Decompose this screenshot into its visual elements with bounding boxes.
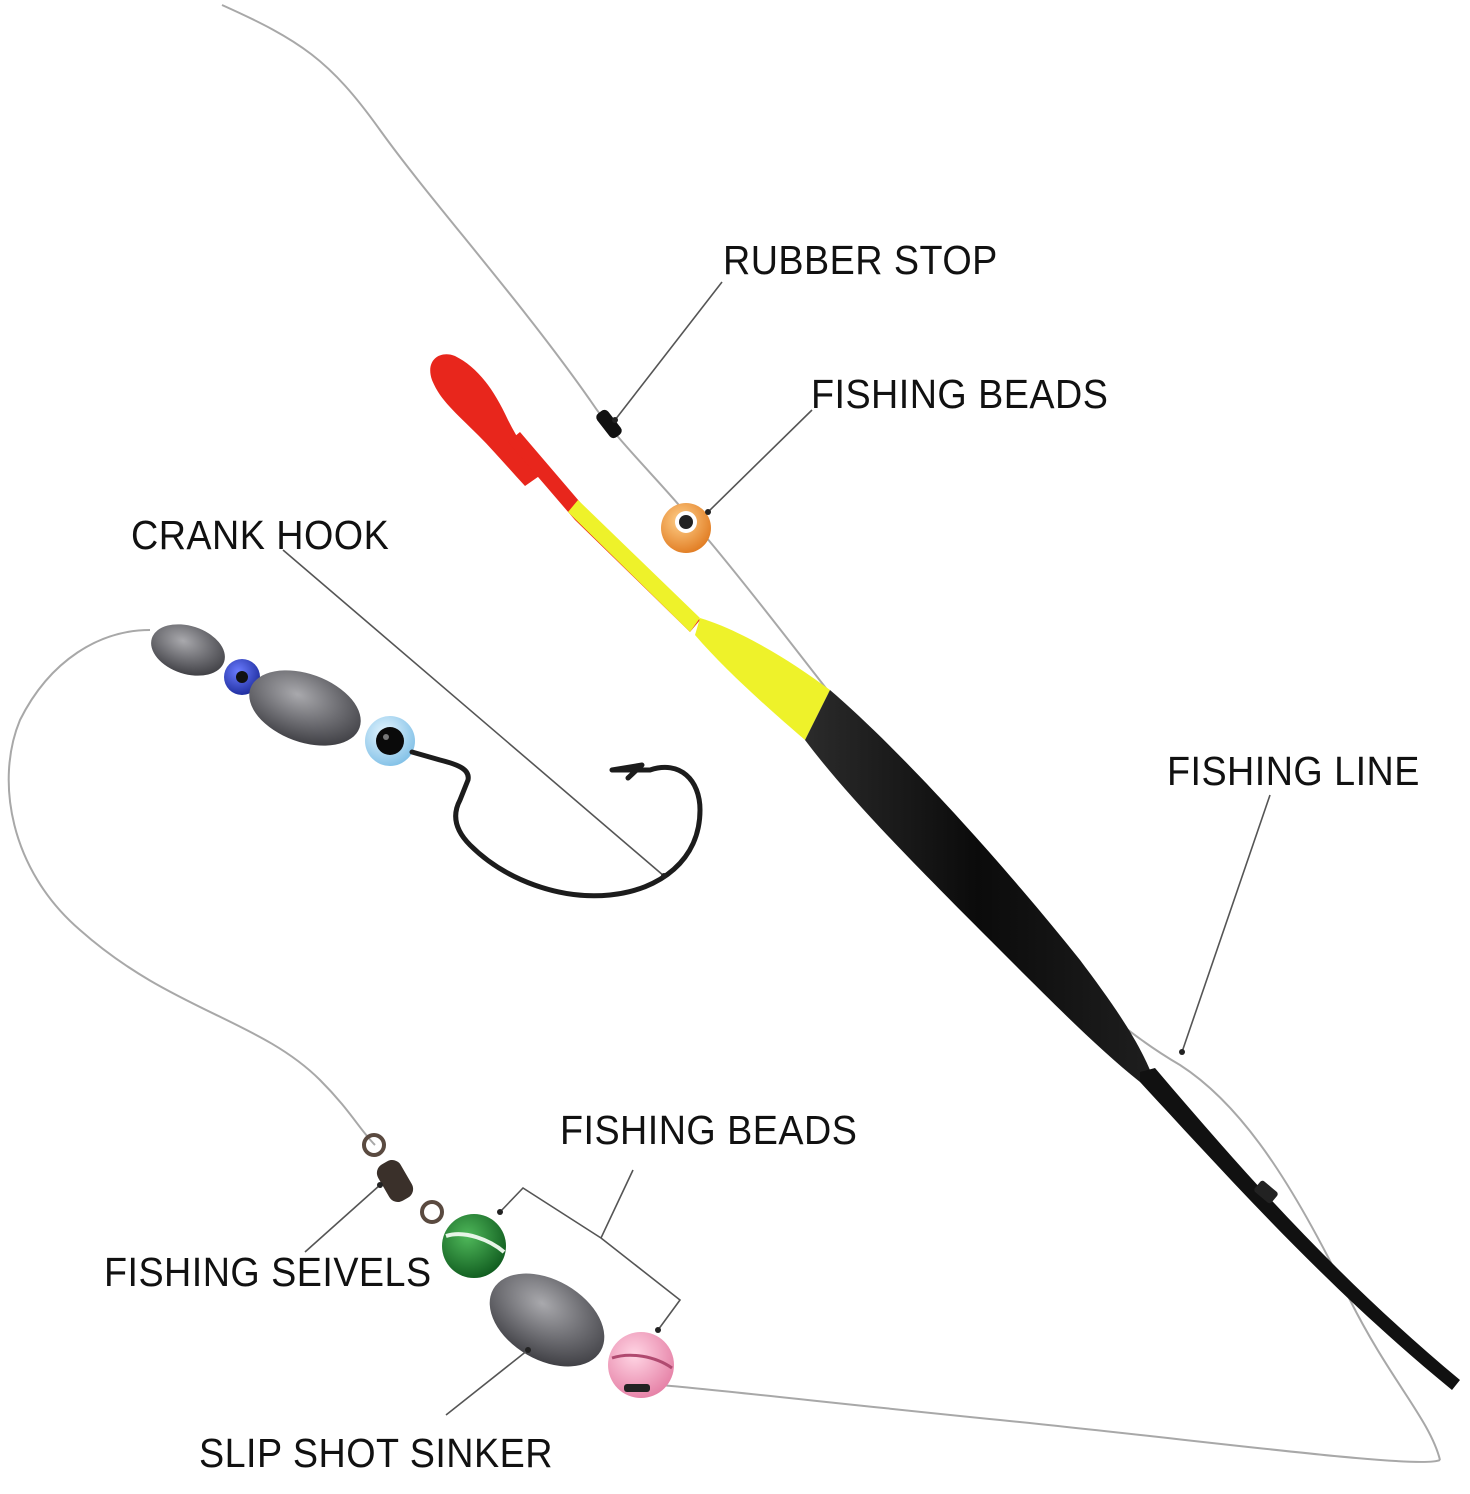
leader-fishing-beads-top [707, 409, 813, 513]
label-fishing-beads-top: FISHING BEADS [811, 371, 1109, 417]
leader-dots [377, 417, 1185, 1353]
bead-blue [224, 659, 260, 695]
sinker-small [151, 624, 225, 676]
leader-crank-hook [282, 549, 665, 877]
sinker-large [249, 670, 361, 746]
label-slip-shot-sinker: SLIP SHOT SINKER [199, 1430, 553, 1476]
leader-slip-shot-sinker [445, 1349, 529, 1416]
label-fishing-beads-bottom: FISHING BEADS [560, 1107, 858, 1153]
stem-stop [1254, 1180, 1278, 1204]
fishing-line-left-loop [7, 629, 376, 1146]
fishing-swivel [362, 1133, 444, 1224]
label-crank-hook: CRANK HOOK [131, 512, 390, 558]
float-black-body [805, 690, 1150, 1082]
rubber-stop [596, 409, 622, 439]
bead-pink [608, 1332, 674, 1398]
bead-green [442, 1214, 506, 1278]
fishing-line-lower [659, 1384, 1441, 1463]
float-tip-red [430, 354, 545, 486]
float-yellow-shoulder [695, 618, 830, 740]
leader-rubber-stop [614, 281, 723, 421]
float-stem [1140, 1068, 1460, 1390]
label-rubber-stop: RUBBER STOP [723, 237, 998, 283]
crank-hook-rig [151, 624, 703, 899]
leader-lines [282, 281, 1271, 1416]
slip-float [430, 354, 1460, 1390]
bead-light-blue [365, 716, 415, 766]
slip-shot-sinker [489, 1273, 605, 1367]
leader-fishing-seivels [304, 1184, 381, 1253]
leader-fishing-beads-bottom [499, 1169, 682, 1331]
float-antenna-yellow [568, 500, 700, 632]
label-fishing-seivels: FISHING SEIVELS [104, 1249, 432, 1295]
leader-fishing-line [1181, 794, 1271, 1053]
fishing-bead-orange [661, 503, 711, 553]
label-fishing-line: FISHING LINE [1167, 748, 1420, 794]
crank-hook [409, 749, 703, 899]
